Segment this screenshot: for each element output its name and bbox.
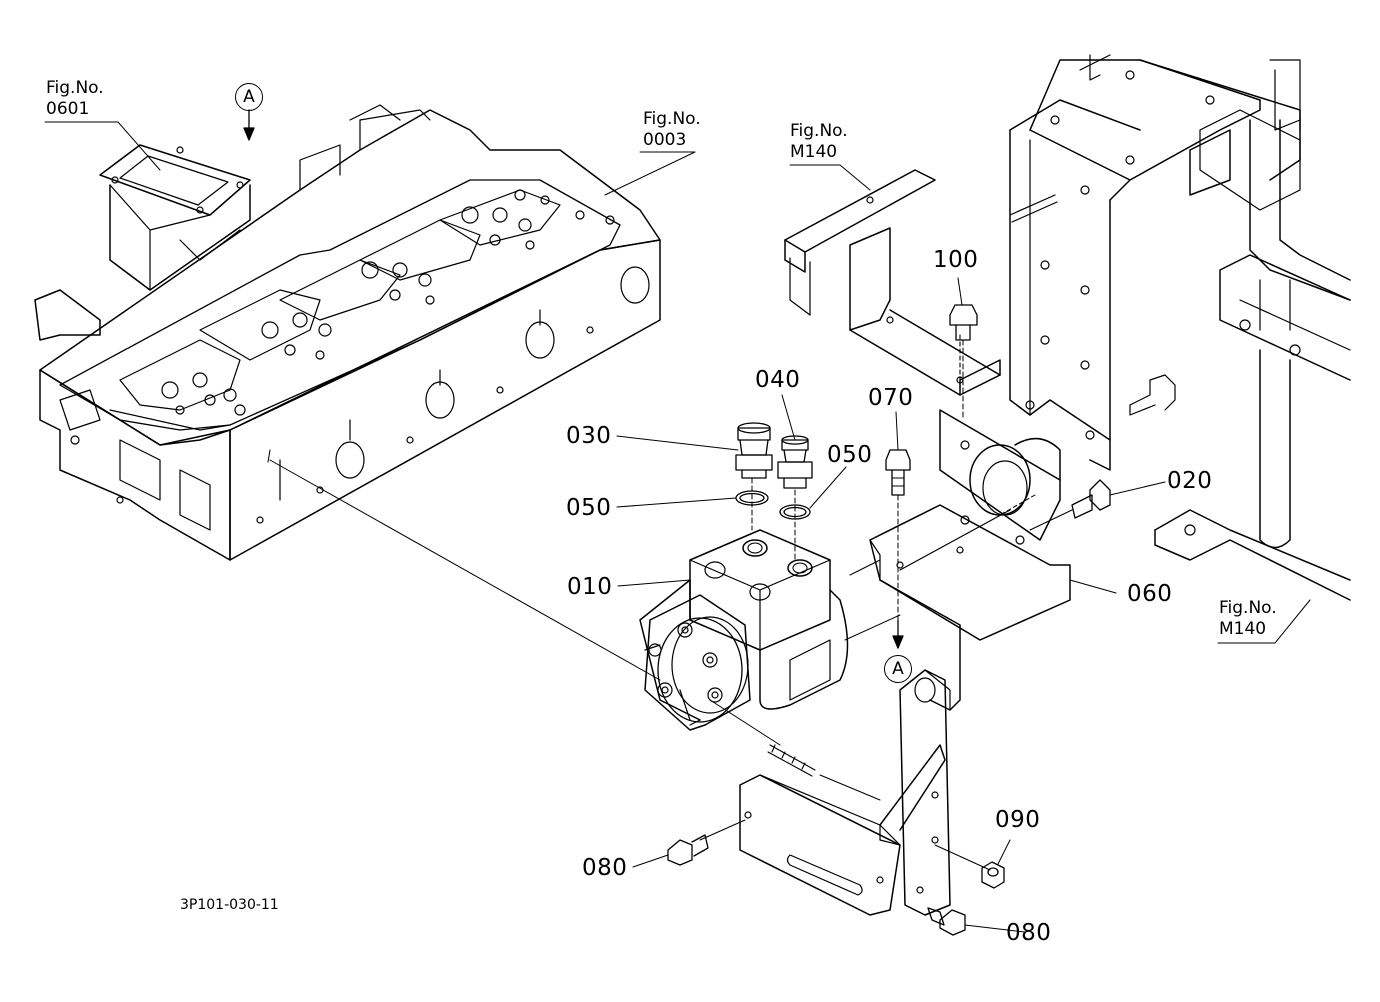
right-frame	[1009, 54, 1351, 601]
fig-ref-m140-top-number: M140	[790, 142, 838, 162]
part-label-080-left: 080	[582, 855, 628, 881]
main-bracket	[739, 409, 1071, 916]
fig-ref-m140-right-title: Fig.No.	[1219, 598, 1277, 618]
part-label-100: 100	[933, 247, 979, 273]
fig-ref-m140-top-title: Fig.No.	[790, 121, 848, 141]
part-label-070: 070	[868, 385, 914, 411]
fig-ref-0003: Fig.No. 0003	[643, 109, 701, 151]
fig-ref-m140-top: Fig.No. M140	[790, 121, 848, 163]
fig-ref-m140-right: Fig.No. M140	[1219, 598, 1277, 640]
part-label-040: 040	[755, 367, 801, 393]
fig-ref-0003-title: Fig.No.	[643, 109, 701, 129]
leader-lines	[44, 121, 1311, 933]
marker-a-top: A	[235, 83, 263, 111]
steering-unit	[639, 529, 849, 731]
part-label-030: 030	[566, 423, 612, 449]
intake-manifold	[99, 144, 251, 291]
part-label-090: 090	[995, 807, 1041, 833]
marker-arrows	[243, 109, 904, 649]
fig-ref-m140-right-number: M140	[1219, 619, 1267, 639]
fig-ref-0601: Fig.No. 0601	[46, 78, 104, 120]
fig-ref-0601-number: 0601	[46, 99, 90, 119]
upper-bracket	[784, 169, 1001, 396]
marker-a-bottom: A	[884, 655, 912, 683]
drawing-code: 3P101-030-11	[180, 897, 279, 913]
part-label-060: 060	[1127, 581, 1173, 607]
part-label-050-left: 050	[566, 495, 612, 521]
part-label-020: 020	[1167, 468, 1213, 494]
part-label-010: 010	[567, 574, 613, 600]
part-label-050-right: 050	[827, 442, 873, 468]
fig-ref-0003-number: 0003	[643, 130, 687, 150]
cylinder-head	[34, 104, 661, 561]
fig-ref-0601-title: Fig.No.	[46, 78, 104, 98]
part-label-080-right: 080	[1006, 920, 1052, 946]
